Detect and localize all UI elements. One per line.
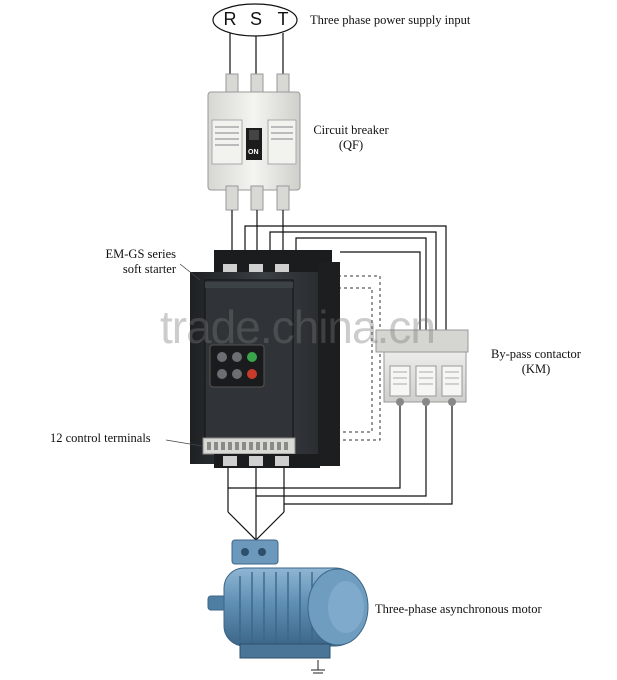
contactor-label: By-pass contactor [491,347,581,361]
phase-t-label: T [277,9,289,29]
starter-label-line2: soft starter [122,262,176,276]
watermark: trade.china.cn [160,301,436,353]
breaker-label: Circuit breaker [313,123,389,137]
bypass-top-wires [244,225,447,352]
phase-ellipse [212,3,298,78]
bypass-bottom-wires [227,406,453,541]
breaker-on-text: ON [248,149,259,156]
power-input-label: Three phase power supply input [310,13,471,27]
phase-r-label: R [223,9,237,29]
circuit-breaker [207,73,301,211]
motor [207,539,369,674]
breaker-code: (QF) [338,138,364,152]
soft-starter [190,250,340,468]
starter-label-line1: EM-GS series [105,247,176,261]
contactor-code: (KM) [521,362,551,376]
phase-s-label: S [249,9,262,29]
control-terminals-label: 12 control terminals [50,431,151,445]
leader-lines [165,263,203,447]
motor-label: Three-phase asynchronous motor [375,602,542,616]
control-dashed-wires [338,275,381,441]
bypass-contactor [375,329,469,406]
